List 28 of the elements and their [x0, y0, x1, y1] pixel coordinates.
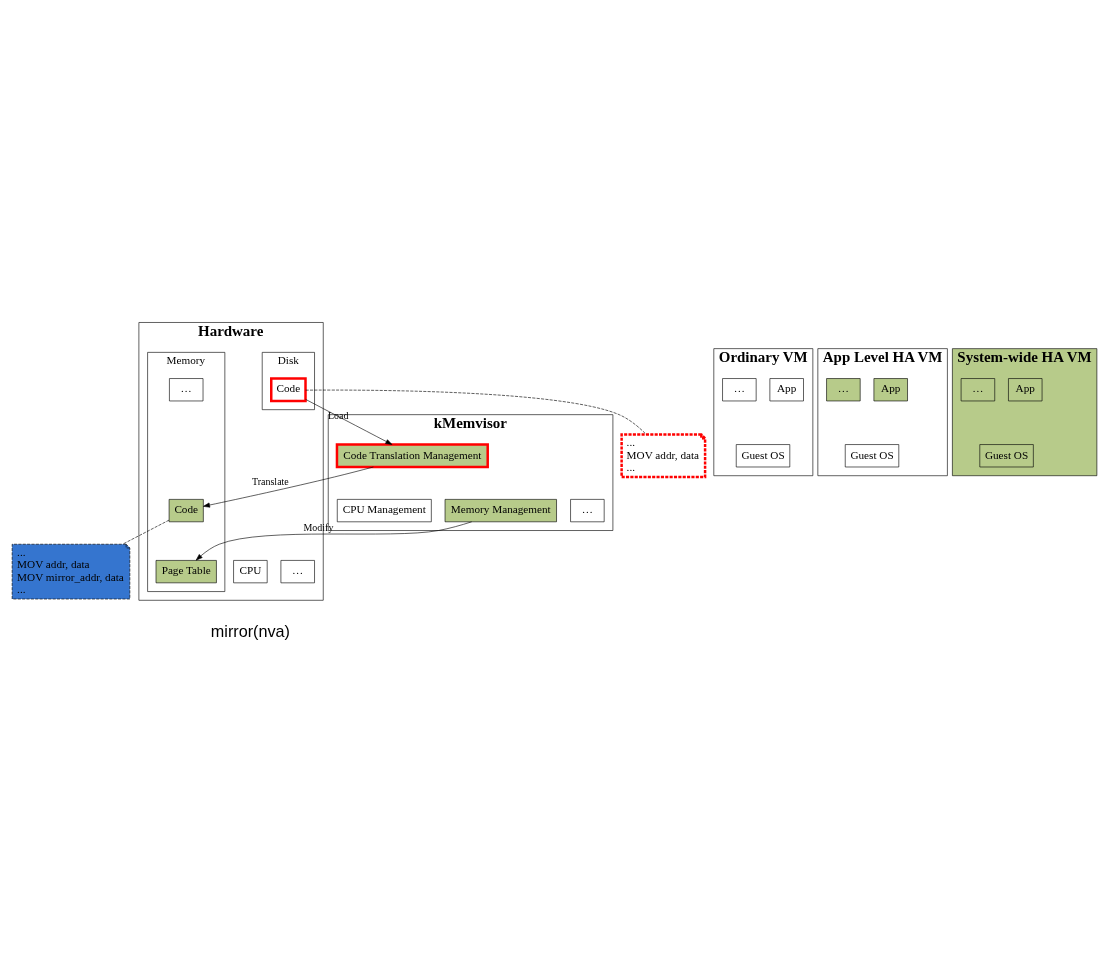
node-box: Code Translation Management: [335, 443, 489, 469]
node-box: …: [169, 378, 204, 402]
node-box: …: [960, 378, 996, 402]
node-box: Page Table: [155, 560, 217, 584]
edge-label: Modify: [303, 521, 334, 533]
arrow: [195, 521, 472, 561]
node-box: Code: [270, 377, 307, 403]
edge-label: Translate: [252, 475, 289, 487]
node-box: Code: [168, 499, 204, 523]
label: mirror(nva): [210, 621, 290, 640]
node-box: Guest OS: [735, 444, 791, 468]
arrow: [305, 399, 393, 445]
connector: [122, 519, 170, 545]
node-box: …: [280, 560, 315, 584]
node-box: App: [1008, 378, 1043, 402]
node-box: App: [873, 378, 908, 402]
node-box: Guest OS: [844, 444, 900, 468]
node-box: CPU: [233, 560, 268, 584]
connector: [305, 389, 647, 435]
arrow: [203, 466, 374, 508]
node-box: …: [722, 378, 757, 402]
node-box: …: [826, 378, 861, 402]
node-box: …: [570, 499, 605, 523]
edge-label: Load: [328, 409, 349, 421]
node-box: Guest OS: [979, 444, 1034, 468]
node-box: App: [769, 378, 804, 402]
node-box: Memory Management: [444, 499, 557, 523]
node-box: CPU Management: [336, 499, 432, 523]
